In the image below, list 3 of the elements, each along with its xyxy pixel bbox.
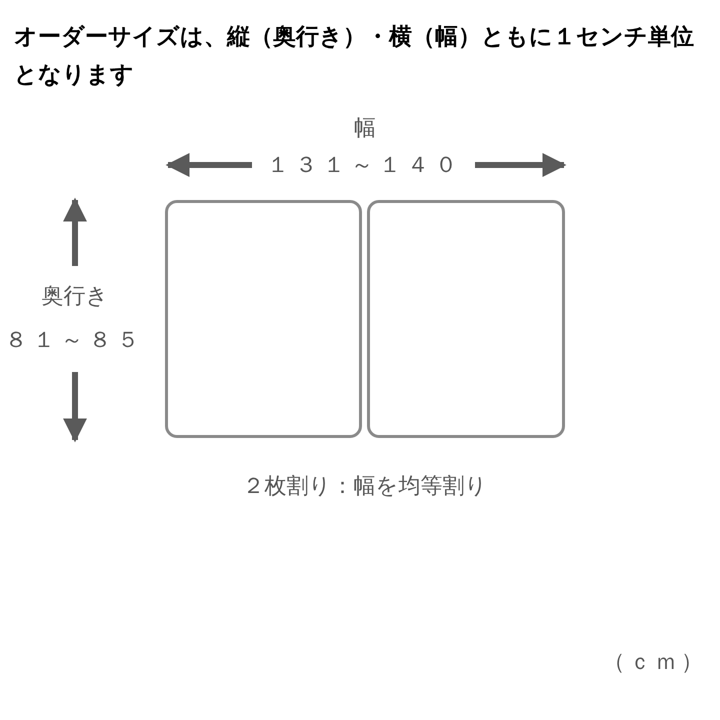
title-text: オーダーサイズは、縦（奥行き）・横（幅）ともに１センチ単位となります (14, 23, 695, 90)
panel-box (165, 200, 362, 438)
panel-box (367, 200, 565, 438)
